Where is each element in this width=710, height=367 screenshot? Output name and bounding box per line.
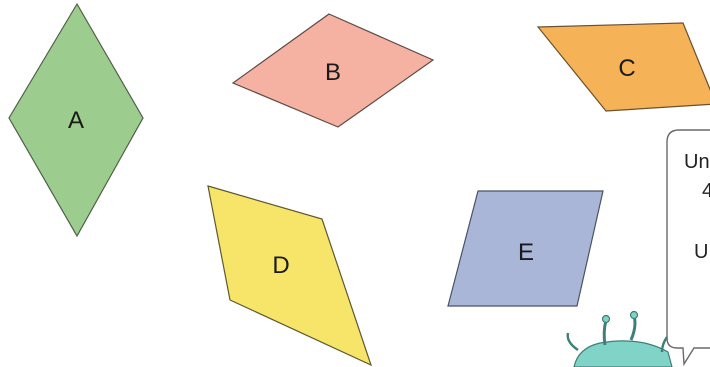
shape-b: B xyxy=(231,13,435,128)
speech-bubble-line3: U xyxy=(694,241,708,263)
shape-d: D xyxy=(207,185,373,367)
speech-bubble-line1: Un xyxy=(684,151,710,173)
shape-c-label: C xyxy=(618,55,635,82)
speech-bubble-line2: 4 xyxy=(702,180,710,202)
rhombus-a xyxy=(8,2,144,238)
shape-a: A xyxy=(8,2,144,238)
shape-b-label: B xyxy=(325,59,341,86)
speech-bubble: Un 4 U xyxy=(666,129,710,367)
parallelogram-d xyxy=(207,185,373,367)
rhombus-b xyxy=(231,13,435,128)
shape-c: C xyxy=(536,22,710,112)
parallelogram-e xyxy=(447,190,604,307)
shape-a-label: A xyxy=(68,107,84,134)
parallelogram-c xyxy=(536,22,710,112)
alien-creature-icon xyxy=(566,310,673,367)
shape-e: E xyxy=(447,190,604,307)
shape-e-label: E xyxy=(518,239,534,266)
shape-d-label: D xyxy=(272,252,289,279)
